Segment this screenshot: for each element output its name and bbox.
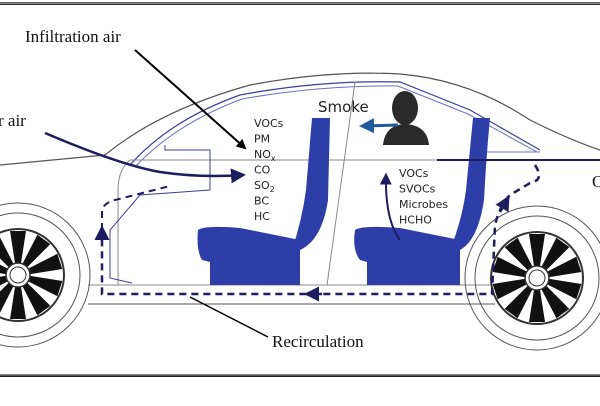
window-outline-inner (134, 85, 540, 168)
wheel-spoke (10, 287, 26, 319)
smoke-arrow (359, 118, 399, 134)
outdoor-air-arrow (44, 131, 246, 184)
top-border-rule (0, 2, 600, 5)
wheel-spoke (504, 285, 533, 319)
car-roof-outline (0, 72, 600, 166)
rear-emission-arrow (379, 172, 401, 241)
label-right-cut: O (592, 172, 600, 191)
pollutant-label: NOx (254, 148, 276, 163)
wheel-spoke (492, 278, 527, 300)
wheel-spoke (22, 282, 51, 316)
pollutant-label: SVOCs (399, 183, 436, 196)
wheel-spoke (28, 275, 63, 297)
front-wheel (0, 202, 91, 348)
bottom-border-rule (0, 374, 600, 377)
dashboard-duct (109, 145, 211, 284)
pollutant-label: HC (254, 210, 270, 223)
wheel-spoke (0, 234, 14, 268)
pollutant-label: BC (254, 195, 269, 208)
pollutant-label: HCHO (399, 214, 432, 227)
recirculation-leader (189, 296, 269, 338)
infiltration-arrow (134, 49, 247, 150)
wheel-spoke (0, 282, 14, 316)
recirc-to-front (101, 185, 171, 230)
wheel-spoke (547, 256, 582, 278)
rear-seat (354, 118, 490, 285)
window-outline-outer (129, 81, 541, 166)
label-infiltration-air: Infiltration air (25, 27, 121, 46)
wheel-spoke (504, 237, 533, 271)
pollutant-label: Microbes (399, 198, 448, 211)
pollutant-label: SO2 (254, 179, 275, 194)
label-recirculation: Recirculation (272, 332, 364, 351)
front-door-line (117, 159, 131, 285)
rear-wheel (464, 205, 600, 351)
person-icon (383, 91, 429, 145)
pollutant-label: VOCs (254, 117, 284, 130)
wheel-spoke (541, 237, 570, 271)
front-seat (197, 118, 330, 285)
wheel-spoke (541, 285, 570, 319)
wheel-spoke (10, 231, 26, 263)
wheel-spoke (28, 253, 63, 275)
wheel-spoke (492, 256, 527, 278)
label-smoke: Smoke (318, 98, 369, 116)
wheel-spoke (529, 234, 545, 266)
pollutant-label: PM (254, 133, 270, 146)
pollutant-label: VOCs (399, 167, 429, 180)
b-pillar (326, 81, 356, 286)
pollutant-label: CO (254, 164, 271, 177)
label-outdoor-air: r air (0, 111, 26, 130)
wheel-spoke (529, 290, 545, 322)
wheel-spoke (22, 234, 51, 268)
recirc-rear-arrow (495, 195, 510, 213)
wheel-spoke (547, 278, 582, 300)
